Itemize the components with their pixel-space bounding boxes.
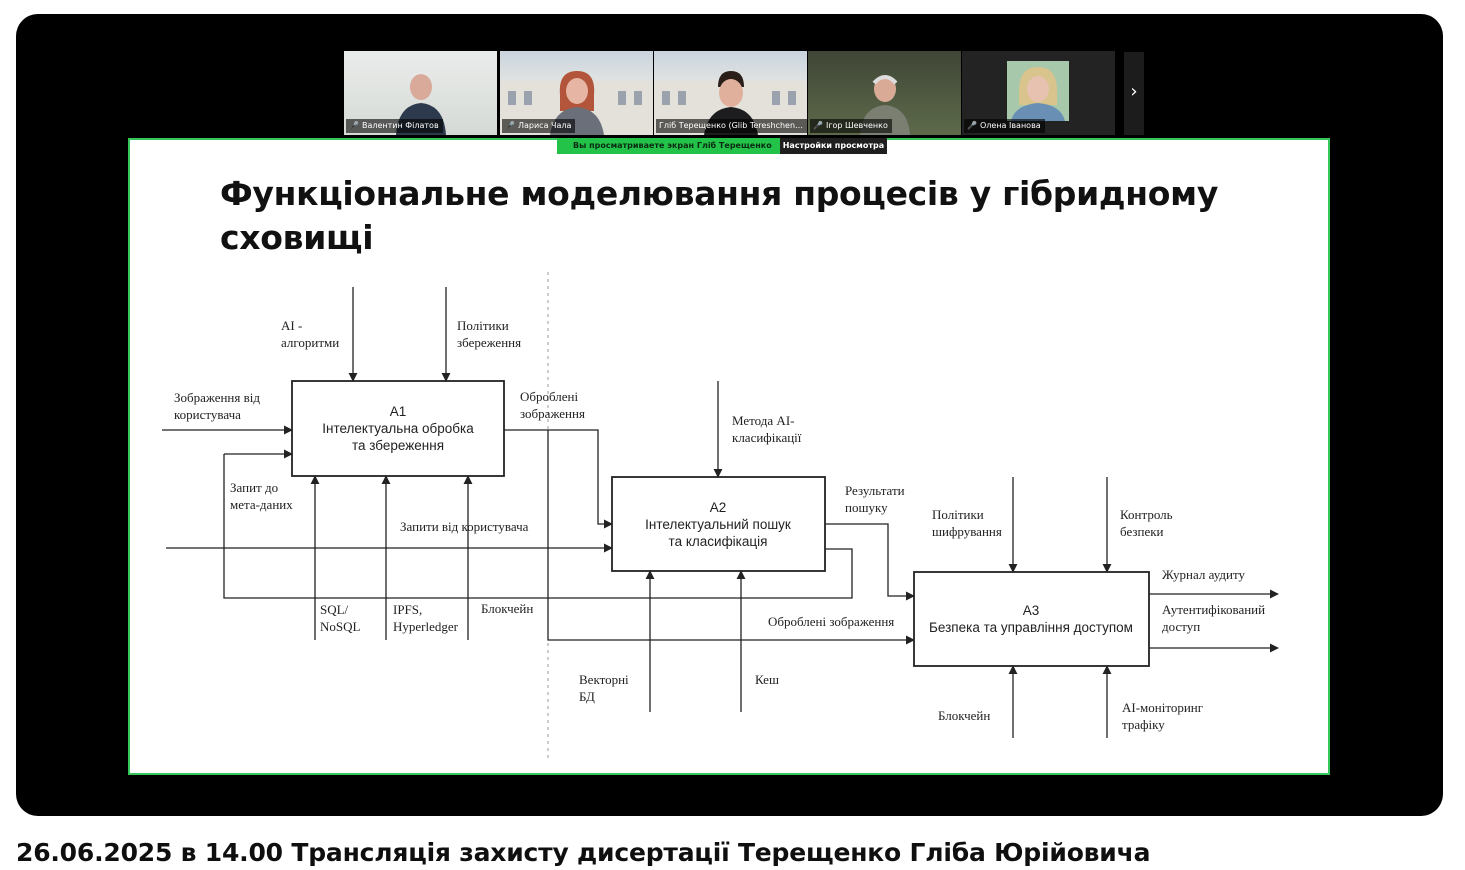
label: Блокчейн [938, 708, 990, 723]
label: Журнал аудиту [1162, 567, 1245, 582]
diagram-labels: AI - алгоритми Політики збереження Зобра… [174, 318, 1265, 732]
block-id: A3 [1023, 603, 1040, 618]
diagram-arrows [162, 287, 1279, 738]
label: Кеш [755, 672, 779, 687]
label: SQL/ [320, 602, 349, 617]
block-a3: A3 Безпека та управління доступом [913, 571, 1150, 667]
label: Контроль [1120, 507, 1173, 522]
block-a1: A1 Інтелектуальна обробка та збереження [291, 380, 505, 477]
participant-tile[interactable]: Гліб Терещенко (Glib Tereshchenk... [654, 51, 807, 135]
label: Запит до [230, 480, 278, 495]
label: Hyperledger [393, 619, 459, 634]
next-participants-button[interactable]: › [1124, 52, 1144, 135]
participant-tile[interactable]: 🎤Ігор Шевченко [808, 51, 961, 135]
screen-share-notice: Вы просматриваете экран Гліб Терещенко [557, 138, 780, 154]
video-title: 26.06.2025 в 14.00 Трансляція захисту ди… [16, 838, 1151, 867]
label: БД [579, 689, 595, 704]
participant-name: Гліб Терещенко (Glib Tereshchenk... [656, 119, 807, 133]
label: алгоритми [281, 335, 339, 350]
label: пошуку [845, 500, 888, 515]
video-player[interactable]: 🎤Валентин Філатов 🎤Лариса Чала Гліб Тере… [16, 14, 1443, 816]
label: Метода AI- [732, 413, 794, 428]
label: зображення [520, 406, 585, 421]
block-text: Інтелектуальна обробка [322, 421, 474, 436]
participant-tile[interactable]: 🎤Валентин Філатов [344, 51, 497, 135]
label: класифікації [732, 430, 802, 445]
participant-tile[interactable]: 🎤Олена Іванова [962, 51, 1115, 135]
block-text: та збереження [352, 438, 444, 453]
participant-name: 🎤Олена Іванова [964, 119, 1045, 133]
label: Векторні [579, 672, 629, 687]
participant-name: 🎤Ігор Шевченко [810, 119, 892, 133]
label: Результати [845, 483, 905, 498]
screen-share-bar: Вы просматриваете экран Гліб Терещенко Н… [557, 138, 888, 154]
participant-video [1007, 61, 1069, 121]
mic-muted-icon: 🎤 [813, 121, 823, 130]
idef0-diagram: A1 Інтелектуальна обробка та збереження … [162, 272, 1279, 760]
label: Політики [457, 318, 509, 333]
label: Запити від користувача [400, 519, 529, 534]
label: Зображення від [174, 390, 260, 405]
label: Блокчейн [481, 601, 533, 616]
mic-muted-icon: 🎤 [349, 121, 359, 130]
shared-screen: Функціональне моделювання процесів у гіб… [128, 138, 1330, 775]
block-id: A2 [710, 500, 727, 515]
label: Аутентифікований [1162, 602, 1265, 617]
block-a2: A2 Інтелектуальний пошук та класифікація [611, 476, 826, 572]
block-text: Інтелектуальний пошук [645, 517, 791, 532]
block-id: A1 [390, 404, 407, 419]
slide-title-line: Функціональне моделювання процесів у гіб… [220, 174, 1219, 213]
label: Оброблені [520, 389, 579, 404]
block-text: Безпека та управління доступом [929, 620, 1133, 635]
mic-muted-icon: 🎤 [967, 121, 977, 130]
label: IPFS, [393, 602, 422, 617]
participant-name: 🎤Лариса Чала [502, 119, 576, 133]
block-text: та класифікація [669, 534, 768, 549]
label: мета-даних [230, 497, 293, 512]
slide-title-line: сховищі [220, 218, 374, 257]
chevron-right-icon: › [1130, 81, 1138, 102]
label: шифрування [932, 524, 1002, 539]
label: Оброблені зображення [768, 614, 894, 629]
label: AI-моніторинг [1122, 700, 1203, 715]
label: трафіку [1122, 717, 1165, 732]
participant-name: 🎤Валентин Філатов [346, 119, 443, 133]
label: доступ [1162, 619, 1200, 634]
label: Політики [932, 507, 984, 522]
label: AI - [281, 318, 302, 333]
slide-title: Функціональне моделювання процесів у гіб… [220, 172, 1220, 260]
participant-tile[interactable]: 🎤Лариса Чала [500, 51, 653, 135]
label: користувача [174, 407, 241, 422]
mic-muted-icon: 🎤 [505, 121, 515, 130]
label: збереження [457, 335, 521, 350]
label: безпеки [1120, 524, 1164, 539]
view-options-button[interactable]: Настройки просмотра [779, 138, 888, 154]
label: NoSQL [320, 619, 361, 634]
